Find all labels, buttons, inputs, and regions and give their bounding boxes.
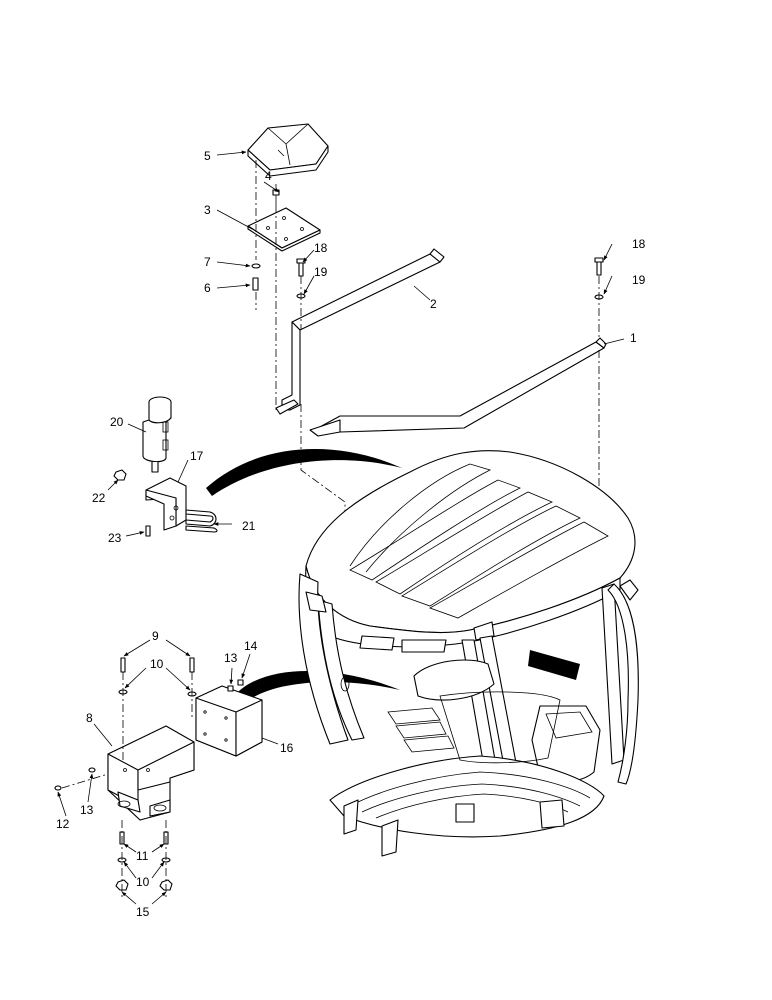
bracket-8: [107, 725, 195, 821]
bracket-17: [145, 477, 187, 531]
callout-18-right: 18: [632, 237, 646, 251]
center-line-beacon: [255, 160, 277, 410]
callout-5: 5: [204, 149, 211, 163]
washer-7: [251, 263, 261, 269]
callout-21: 21: [242, 519, 256, 533]
screw-23: [145, 525, 151, 537]
callout-22: 22: [92, 491, 106, 505]
callout-14: 14: [244, 639, 258, 653]
bracket-arm-2: [275, 248, 445, 415]
u-bolt-21: [185, 509, 218, 533]
callout-23: 23: [108, 531, 122, 545]
cab-canopy: [298, 450, 639, 857]
callout-labels: 5 4 3 7 6 18 19 2 18 19 1 20 17 22 21 23…: [56, 149, 646, 919]
beacon-light: [247, 123, 329, 177]
callout-10-lower: 10: [136, 875, 150, 889]
top-arm-1: [309, 337, 607, 437]
bolt-18-right: [594, 257, 604, 276]
center-lines-relay: [61, 672, 193, 900]
callout-9: 9: [152, 629, 159, 643]
callout-4: 4: [265, 169, 272, 183]
center-line-bolt-18-left: [300, 276, 346, 548]
callout-11: 11: [136, 849, 149, 863]
callout-8: 8: [86, 711, 93, 725]
assembly-arrow-upper: [206, 449, 402, 496]
relay-box-16: [195, 685, 263, 757]
callout-13-upper: 13: [224, 651, 238, 665]
bolt-6: [252, 277, 259, 291]
alarm-20: [142, 396, 172, 473]
callout-19-right: 19: [632, 273, 646, 287]
callout-17: 17: [190, 449, 204, 463]
callout-10-upper: 10: [150, 657, 164, 671]
callout-20: 20: [110, 415, 124, 429]
assembly-arrow-lower: [236, 670, 400, 704]
callout-12: 12: [56, 817, 70, 831]
callout-1: 1: [630, 331, 637, 345]
callout-18-left: 18: [314, 241, 328, 255]
callout-3: 3: [204, 203, 211, 217]
callout-2: 2: [430, 297, 437, 311]
callout-6: 6: [204, 281, 211, 295]
callout-15: 15: [136, 905, 150, 919]
leader-lines: [57, 150, 625, 905]
mounting-plate-3: [247, 207, 321, 252]
callout-16: 16: [280, 741, 294, 755]
nut-22: [113, 469, 127, 481]
screw-4: [272, 184, 280, 205]
callout-19-left: 19: [314, 265, 328, 279]
callout-13-lower: 13: [80, 803, 94, 817]
callout-7: 7: [204, 255, 211, 269]
